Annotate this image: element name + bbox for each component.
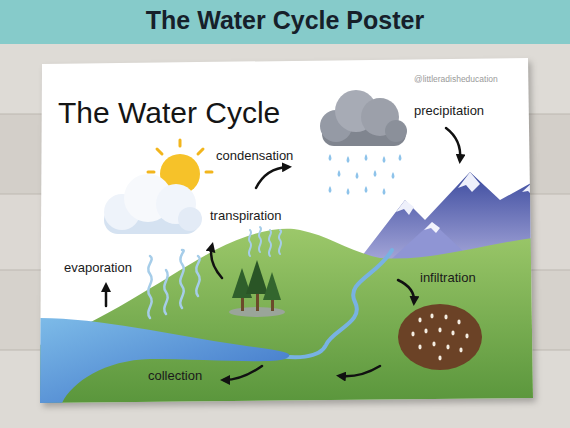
raindrops xyxy=(329,154,402,195)
label-box: The Water Cycle xyxy=(58,96,280,129)
watermark: @littleradisheducation xyxy=(414,75,498,84)
white-cloud xyxy=(104,174,202,234)
green-hill xyxy=(40,229,533,403)
stage-label: evaporation xyxy=(64,261,132,275)
stage-label: condensation xyxy=(216,149,293,163)
evaporation-waves xyxy=(148,250,199,318)
stage-label: precipitation xyxy=(414,104,484,118)
label-box: infiltration xyxy=(420,268,476,286)
title-banner xyxy=(0,0,570,44)
label-box: precipitation xyxy=(414,101,484,119)
trees xyxy=(229,260,285,317)
poster-scene xyxy=(40,90,533,403)
poster-sheet xyxy=(40,58,533,403)
soil-mound xyxy=(398,304,482,370)
banner-heading-box: The Water Cycle Poster xyxy=(0,7,570,35)
label-box: condensation xyxy=(216,146,293,164)
label-box: evaporation xyxy=(64,258,132,276)
lake xyxy=(40,318,289,403)
stage-label: infiltration xyxy=(420,271,476,285)
stage-label: collection xyxy=(148,369,202,383)
label-box: transpiration xyxy=(210,206,282,224)
transpiration-waves xyxy=(249,227,281,256)
banner-title: The Water Cycle Poster xyxy=(146,7,424,35)
cycle-arrows xyxy=(106,128,460,380)
stage-label: transpiration xyxy=(210,209,282,223)
poster-title: The Water Cycle xyxy=(58,96,280,129)
rain-cloud xyxy=(320,90,407,146)
label-box: collection xyxy=(148,366,202,384)
river xyxy=(270,250,392,357)
label-box: @littleradisheducation xyxy=(414,68,498,86)
